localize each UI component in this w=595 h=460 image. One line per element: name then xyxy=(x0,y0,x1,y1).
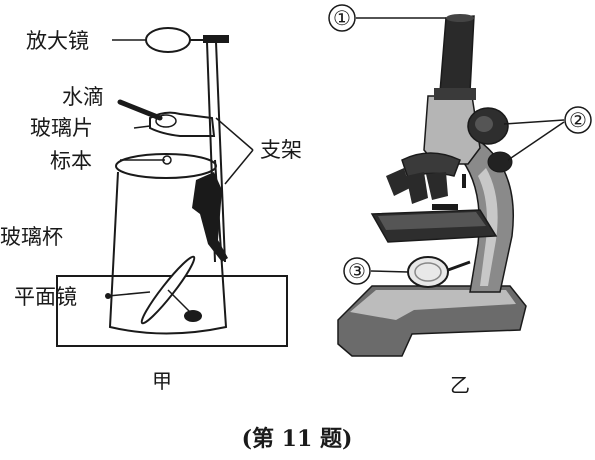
mirror-pointer-dot xyxy=(105,293,111,299)
glass-slide xyxy=(149,111,216,137)
water-drop-pointer xyxy=(117,99,163,121)
magnifier-lens xyxy=(145,27,191,53)
objective-lens-1 xyxy=(386,168,410,196)
mirror-stick xyxy=(167,289,191,313)
objective-lens-2 xyxy=(406,172,428,204)
support-pointer-upper xyxy=(215,117,254,151)
marker-3-pointer xyxy=(370,270,409,273)
label-plane-mirror: 平面镜 xyxy=(14,285,77,309)
left-figure: 放大镜 水滴 玻璃片 标本 玻璃杯 平面镜 支架 甲 xyxy=(0,27,302,393)
caption-right: 乙 xyxy=(450,373,470,397)
eyepiece-top xyxy=(446,14,474,22)
microscope-eyepiece xyxy=(439,15,475,93)
eyepiece-collar xyxy=(434,88,476,100)
marker-2-pointer-a xyxy=(503,119,565,125)
stage-clip xyxy=(432,204,458,210)
fine-focus-knob xyxy=(487,151,513,173)
label-glass-cup: 玻璃杯 xyxy=(0,225,63,249)
marker-2-pointer-b xyxy=(507,121,565,161)
reflector-mirror xyxy=(407,256,449,288)
mirror-base-dot xyxy=(184,310,202,322)
marker-2-circle xyxy=(564,106,592,134)
reflector-mirror-inner xyxy=(414,262,442,282)
right-figure: ① ② ③ 乙 xyxy=(328,4,592,397)
cup-rim xyxy=(115,153,217,179)
magnifier-clamp xyxy=(203,35,229,43)
glass-slide-pointer xyxy=(133,125,151,129)
marker-3-circle xyxy=(343,257,371,285)
glass-cup xyxy=(108,159,228,335)
marker-1-circle xyxy=(328,4,356,32)
marker-2: ② xyxy=(569,108,587,132)
label-water-drop: 水滴 xyxy=(62,85,104,109)
label-glass-slide: 玻璃片 xyxy=(30,116,93,140)
support-pointer-lower xyxy=(224,149,254,185)
microscope-base-top xyxy=(350,290,516,320)
reflector-mount xyxy=(447,260,471,272)
stage-top xyxy=(378,212,486,230)
coarse-focus-knob-rim xyxy=(475,116,493,132)
label-specimen: 标本 xyxy=(50,149,92,173)
label-magnifier: 放大镜 xyxy=(26,29,89,53)
support-rod-right xyxy=(215,41,226,263)
caption-left: 甲 xyxy=(152,369,172,393)
objective-lens-3 xyxy=(426,172,448,200)
mirror-pointer xyxy=(107,291,151,297)
support-clamp xyxy=(192,172,228,262)
clip-pin xyxy=(462,174,466,188)
label-support: 支架 xyxy=(260,138,302,162)
marker-1: ① xyxy=(333,6,351,30)
marker-3: ③ xyxy=(348,259,366,283)
figure-caption: (第 11 题) xyxy=(242,426,353,452)
